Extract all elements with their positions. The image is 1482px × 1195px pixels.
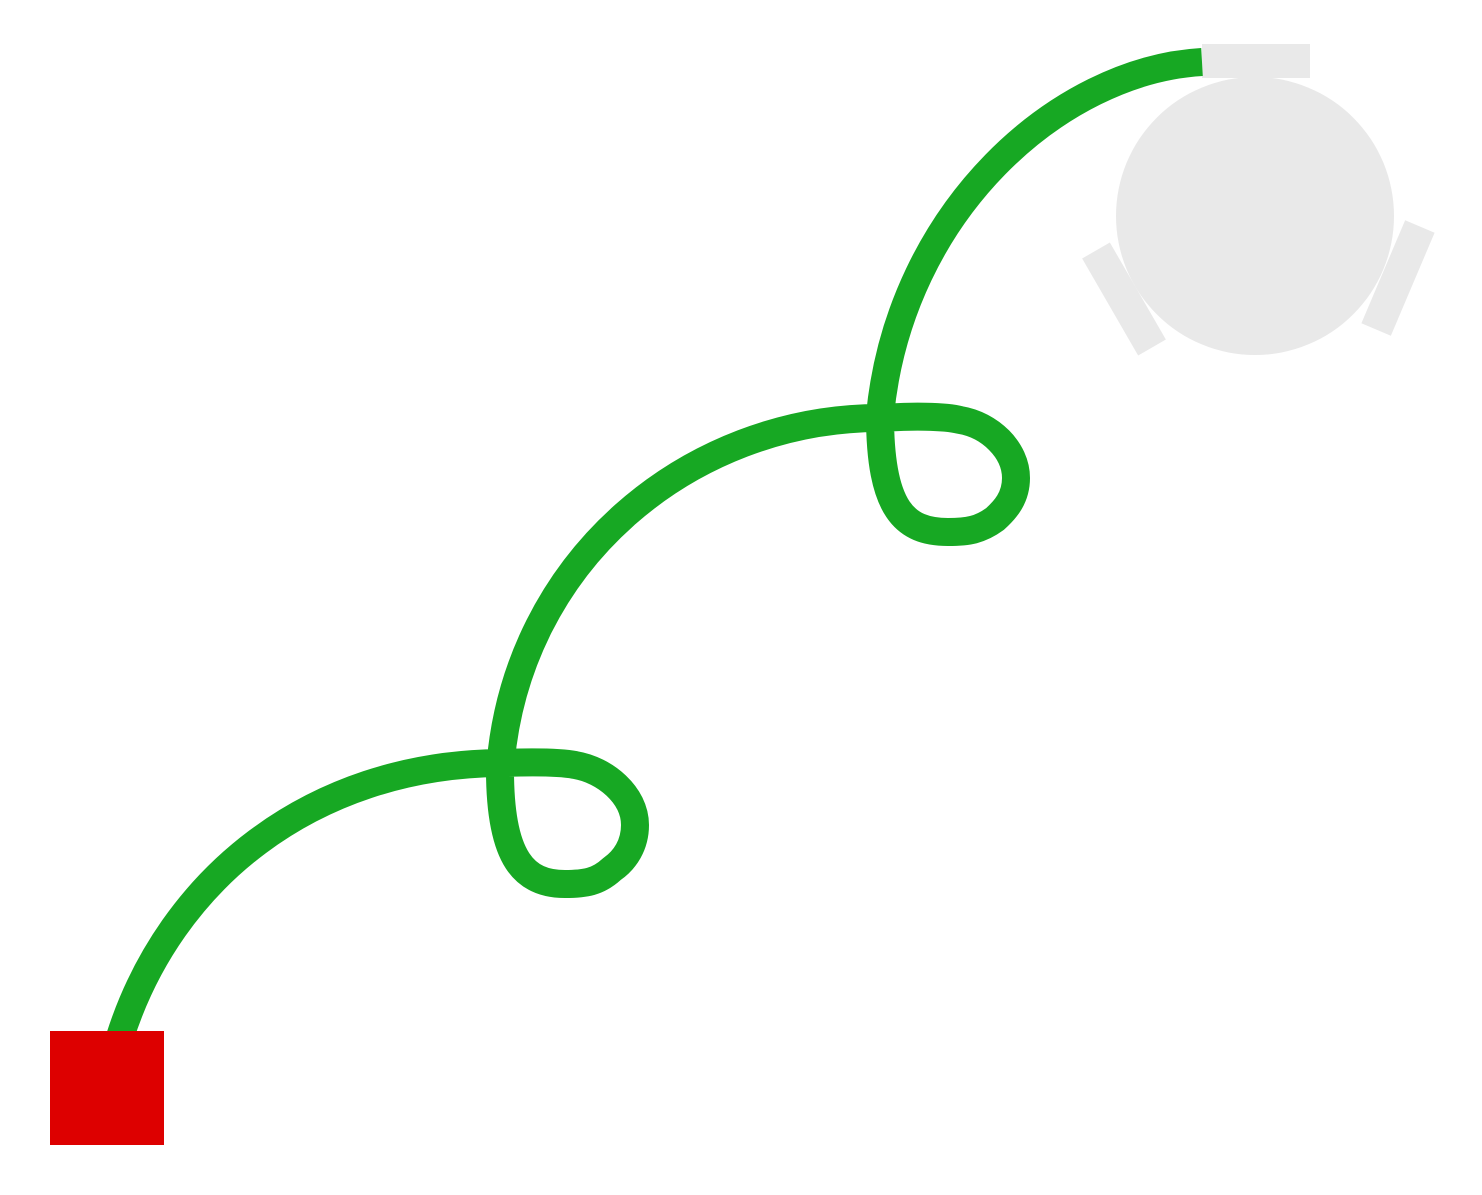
robot-front-bar [1202, 44, 1310, 78]
trajectory-path [106, 48, 1203, 1042]
robot-icon [1082, 44, 1435, 356]
robot-left-wheel [1082, 242, 1166, 356]
robot-right-wheel [1361, 220, 1435, 336]
start-square [50, 1031, 164, 1145]
robot-body [1116, 77, 1394, 355]
